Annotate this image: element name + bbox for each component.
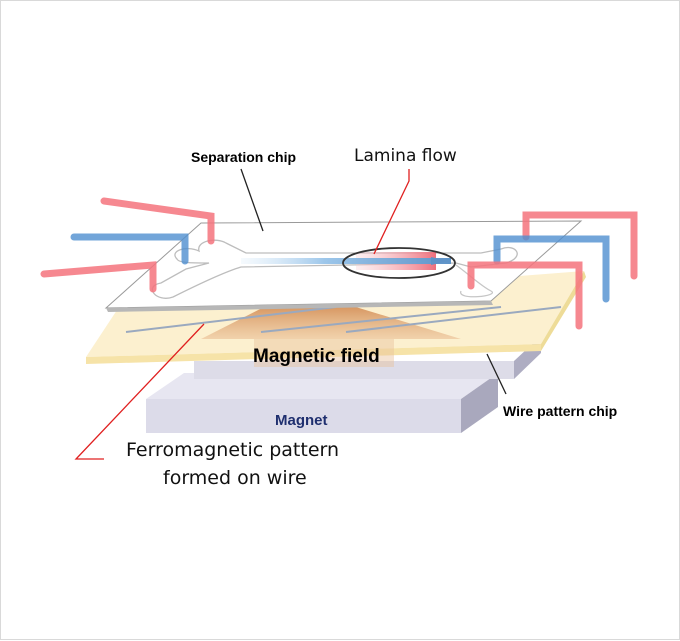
- magnetic-field-label: Magnetic field: [253, 346, 380, 367]
- magnet-label: Magnet: [275, 412, 328, 429]
- lamina-flow-callout: [373, 169, 410, 255]
- separation-chip-callout: [240, 168, 264, 232]
- ferromagnetic-label-line2: formed on wire: [163, 467, 307, 489]
- wire-pattern-chip-label: Wire pattern chip: [503, 403, 617, 419]
- ferromagnetic-callout: [74, 323, 205, 460]
- wire-chip-callout: [486, 353, 507, 395]
- ferromagnetic-label-line1: Ferromagnetic pattern: [126, 439, 339, 461]
- magnet-block: [146, 373, 498, 433]
- inlet-tubes: [40, 197, 215, 293]
- separation-chip-label: Separation chip: [191, 149, 296, 165]
- lamina-flow-highlight: [342, 247, 456, 279]
- magnetic-field-region: [201, 301, 461, 339]
- magnetic-field-label-bg: [254, 339, 394, 367]
- outlet-tubes: [467, 211, 638, 330]
- ferromagnetic-wires: [125, 306, 562, 333]
- lamina-flow-label: Lamina flow: [354, 146, 457, 166]
